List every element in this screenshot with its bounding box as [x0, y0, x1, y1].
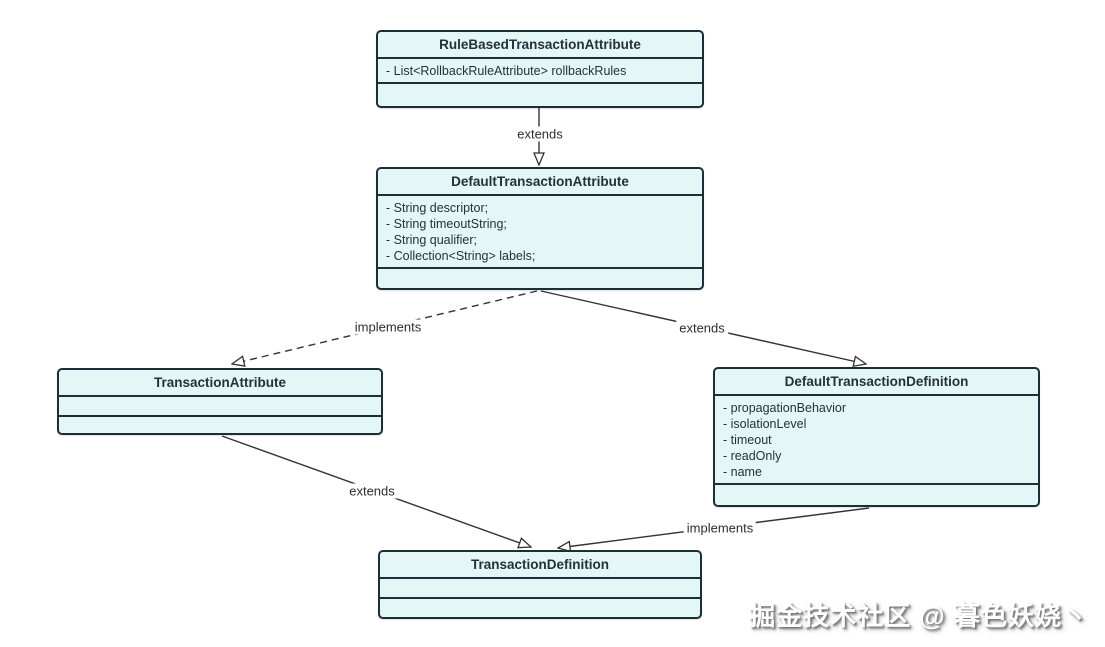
class-field: - Collection<String> labels;	[386, 249, 536, 263]
class-box-transaction-definition: TransactionDefinition	[378, 550, 702, 619]
class-methods-empty	[378, 84, 702, 106]
class-box-default-transaction-definition: DefaultTransactionDefinition - propagati…	[713, 367, 1040, 507]
class-field: - name	[723, 465, 762, 479]
class-field: - timeout	[723, 433, 772, 447]
edge-label-extends-top: extends	[514, 126, 566, 142]
class-title: DefaultTransactionAttribute	[378, 169, 702, 196]
class-methods-empty	[378, 269, 702, 288]
class-field: - readOnly	[723, 449, 782, 463]
class-title: DefaultTransactionDefinition	[715, 369, 1038, 396]
class-title: TransactionDefinition	[380, 552, 700, 579]
class-methods-empty	[59, 417, 381, 433]
class-title: TransactionAttribute	[59, 370, 381, 397]
class-field: - List<RollbackRuleAttribute> rollbackRu…	[386, 64, 627, 78]
class-fields: - propagationBehavior - isolationLevel -…	[715, 396, 1038, 485]
edge-label-extends-right: extends	[676, 320, 728, 336]
edge-label-implements-left: implements	[351, 319, 425, 335]
class-field: - propagationBehavior	[723, 401, 846, 415]
class-fields-empty	[380, 579, 700, 599]
class-fields: - String descriptor; - String timeoutStr…	[378, 196, 702, 269]
edge-label-implements-bottom: implements	[683, 520, 757, 536]
class-field: - String descriptor;	[386, 201, 489, 215]
edge-label-extends-bottom: extends	[346, 483, 398, 499]
class-fields-empty	[59, 397, 381, 417]
watermark-text: 掘金技术社区 @ 暮色妖娆丶	[749, 601, 1089, 631]
class-fields: - List<RollbackRuleAttribute> rollbackRu…	[378, 59, 702, 84]
class-box-rule-based-transaction-attribute: RuleBasedTransactionAttribute - List<Rol…	[376, 30, 704, 108]
class-title: RuleBasedTransactionAttribute	[378, 32, 702, 59]
class-methods-empty	[715, 485, 1038, 505]
class-methods-empty	[380, 599, 700, 617]
class-box-default-transaction-attribute: DefaultTransactionAttribute - String des…	[376, 167, 704, 290]
class-field: - String qualifier;	[386, 233, 478, 247]
class-field: - String timeoutString;	[386, 217, 507, 231]
class-field: - isolationLevel	[723, 417, 807, 431]
class-box-transaction-attribute: TransactionAttribute	[57, 368, 383, 435]
